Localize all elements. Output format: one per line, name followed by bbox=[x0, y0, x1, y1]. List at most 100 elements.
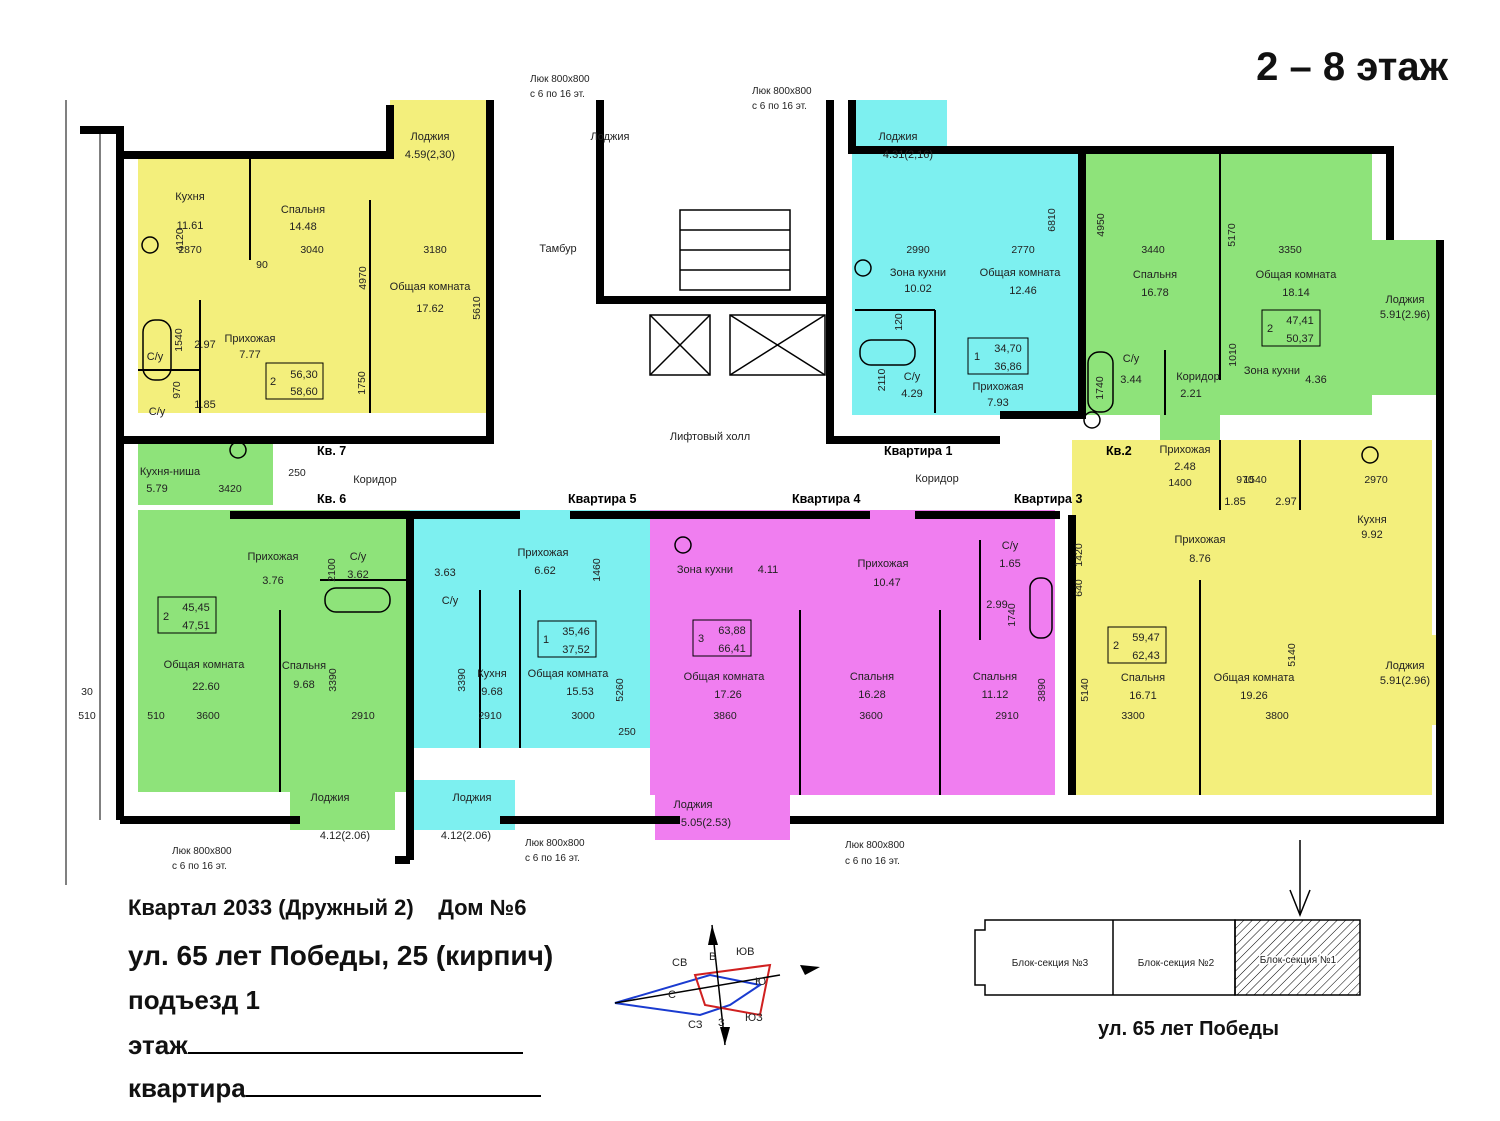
floor-blank[interactable] bbox=[187, 1052, 523, 1054]
apt7-loggia-area: 4.59(2,30) bbox=[405, 149, 455, 161]
apt3-rooms: 2 bbox=[1113, 640, 1119, 652]
section-2: Блок-секция №2 bbox=[1138, 958, 1215, 969]
apt4-living-area: 17.26 bbox=[714, 689, 742, 701]
compass-star bbox=[693, 963, 772, 1017]
apt4-bath1: С/у bbox=[1002, 540, 1019, 552]
apt7-kitchen-area: 11.61 bbox=[177, 220, 204, 232]
apt2-bath: С/у bbox=[1123, 353, 1140, 365]
stove-icon bbox=[229, 441, 247, 459]
apt3-area-2: 62,43 bbox=[1132, 650, 1160, 662]
apartment-blank[interactable] bbox=[245, 1095, 541, 1097]
stove-icon bbox=[674, 536, 692, 554]
apt3-kitchen-area: 9.92 bbox=[1361, 529, 1382, 541]
apt4-hall-area: 10.47 bbox=[873, 577, 901, 589]
apt5-loggia-fill bbox=[410, 780, 515, 830]
apt5-loggia-area: 4.12(2.06) bbox=[441, 830, 491, 842]
apt1-labels: Лоджия 4.31(2,16) 2990 2770 6810 Зона ку… bbox=[876, 131, 1061, 409]
core-labels: Лоджия Тамбур Лифтовый холл Коридор Кори… bbox=[172, 74, 959, 872]
apt7-loggia: Лоджия bbox=[411, 131, 450, 143]
apt6-bedroom: Спальня bbox=[282, 660, 326, 672]
apt6-rooms: 2 bbox=[163, 611, 169, 623]
apt1-kitchen: Зона кухни bbox=[890, 267, 946, 279]
apt2-loggia-area: 5.91(2.96) bbox=[1380, 309, 1430, 321]
apt5-loggia: Лоджия bbox=[453, 792, 492, 804]
apt5-area-box bbox=[537, 620, 597, 658]
apt6-dim: 2100 bbox=[326, 558, 338, 582]
apt2-bedroom-area: 16.78 bbox=[1141, 287, 1169, 299]
apt2-dim: 1010 bbox=[1227, 343, 1239, 367]
outer-wall-apt7 bbox=[120, 105, 394, 159]
corridor-right: Коридор bbox=[915, 473, 958, 485]
apt7-dim: 4970 bbox=[357, 266, 369, 290]
apartment-tags: Кв. 7 Кв. 6 Квартира 1 Кв.2 Квартира 5 К… bbox=[317, 444, 1132, 506]
apt5-labels: Прихожая 6.62 3.63 С/у 1460 Кухня 9.68 О… bbox=[434, 547, 636, 842]
compass-arrow-icon bbox=[720, 1027, 730, 1045]
apt6-loggia-fill bbox=[290, 785, 395, 830]
apt2-kitchen-area: 4.36 bbox=[1305, 374, 1326, 386]
apt4-hall: Прихожая bbox=[858, 558, 909, 570]
apt3-dim: 2970 bbox=[1364, 474, 1388, 486]
apt2-dim: 1740 bbox=[1094, 376, 1106, 400]
apt6-dim: 250 bbox=[288, 467, 306, 479]
apt6-area-box bbox=[157, 596, 217, 634]
apt6-dim: 3600 bbox=[196, 710, 220, 722]
apt7-area-1: 56,30 bbox=[290, 369, 318, 381]
apt4-loggia: Лоджия bbox=[674, 799, 713, 811]
apt5-dim: 3000 bbox=[571, 710, 595, 722]
apt3-bath-area: 2.97 bbox=[1275, 496, 1296, 508]
site-plan: Блок-секция №3 Блок-секция №2 Блок-секци… bbox=[974, 840, 1361, 996]
apt2-dim: 3440 bbox=[1141, 244, 1165, 256]
apt6-dim: 2910 bbox=[351, 710, 375, 722]
apt3-area-box bbox=[1107, 626, 1167, 664]
apt6-bath: С/у bbox=[350, 551, 367, 563]
partitions bbox=[138, 150, 1301, 795]
floor-title: 2 – 8 этаж bbox=[1256, 45, 1448, 89]
stove-icon bbox=[1361, 446, 1379, 464]
apt1-dim: 6810 bbox=[1046, 208, 1058, 232]
apartment-fills bbox=[138, 100, 1440, 840]
apt4-dim: 2910 bbox=[995, 710, 1019, 722]
apt2-dim: 3350 bbox=[1278, 244, 1302, 256]
tag-kv2: Кв.2 bbox=[1106, 444, 1132, 458]
apt7-dim: 3040 bbox=[300, 244, 324, 256]
apt3-bedroom: Спальня bbox=[1121, 672, 1165, 684]
compass-arrow-icon bbox=[800, 965, 820, 975]
apt1-area-box bbox=[967, 337, 1029, 375]
apt5-kitchen-area: 9.68 bbox=[481, 686, 502, 698]
tag-kv1: Квартира 1 bbox=[884, 444, 952, 458]
apt6-hall: Прихожая bbox=[248, 551, 299, 563]
apt4-bath1-area: 1.65 bbox=[999, 558, 1020, 570]
hatch-floors: с 6 по 16 эт. bbox=[525, 853, 580, 864]
apt5-hall: Прихожая bbox=[518, 547, 569, 559]
bathtub-icon bbox=[324, 587, 391, 613]
apt3-dim: 3300 bbox=[1121, 710, 1145, 722]
apt1-living-area: 12.46 bbox=[1009, 285, 1037, 297]
section-1: Блок-секция №1 bbox=[1260, 955, 1337, 966]
apt4-bath2-area: 2.99 bbox=[986, 599, 1007, 611]
apt6-loggia: Лоджия bbox=[311, 792, 350, 804]
apt2-corridor-area: 2.21 bbox=[1180, 388, 1201, 400]
apt2-area-box bbox=[1261, 309, 1321, 347]
apt1-kitchen-area: 10.02 bbox=[904, 283, 932, 295]
apt2-dim: 4950 bbox=[1095, 213, 1107, 237]
apt7-wc-area: 1.85 bbox=[194, 399, 215, 411]
apt7-living: Общая комната bbox=[390, 281, 472, 293]
apt7-wc: С/у bbox=[149, 406, 166, 418]
hatch-floors: с 6 по 16 эт. bbox=[172, 861, 227, 872]
apt4-bed2-area: 11.12 bbox=[982, 689, 1009, 701]
stove-icon bbox=[141, 236, 159, 254]
apt6-bath-area: 3.62 bbox=[347, 569, 368, 581]
apt3-living: Общая комната bbox=[1214, 672, 1296, 684]
fixtures bbox=[141, 236, 1379, 639]
apt6-niche: Кухня-ниша bbox=[140, 466, 201, 478]
apt4-dim: 3600 bbox=[859, 710, 883, 722]
apt3-living-area: 19.26 bbox=[1240, 690, 1268, 702]
apt2-loggia-fill bbox=[1365, 240, 1440, 395]
apt7-dim: 970 bbox=[171, 381, 183, 399]
apt7-bath: С/у bbox=[147, 351, 164, 363]
apt1-loggia-area: 4.31(2,16) bbox=[883, 149, 933, 161]
compass-star bbox=[614, 973, 763, 1017]
section-1-highlight bbox=[1234, 919, 1361, 996]
stove-icon bbox=[1083, 411, 1101, 429]
apt7-rooms: 2 bbox=[270, 376, 276, 388]
